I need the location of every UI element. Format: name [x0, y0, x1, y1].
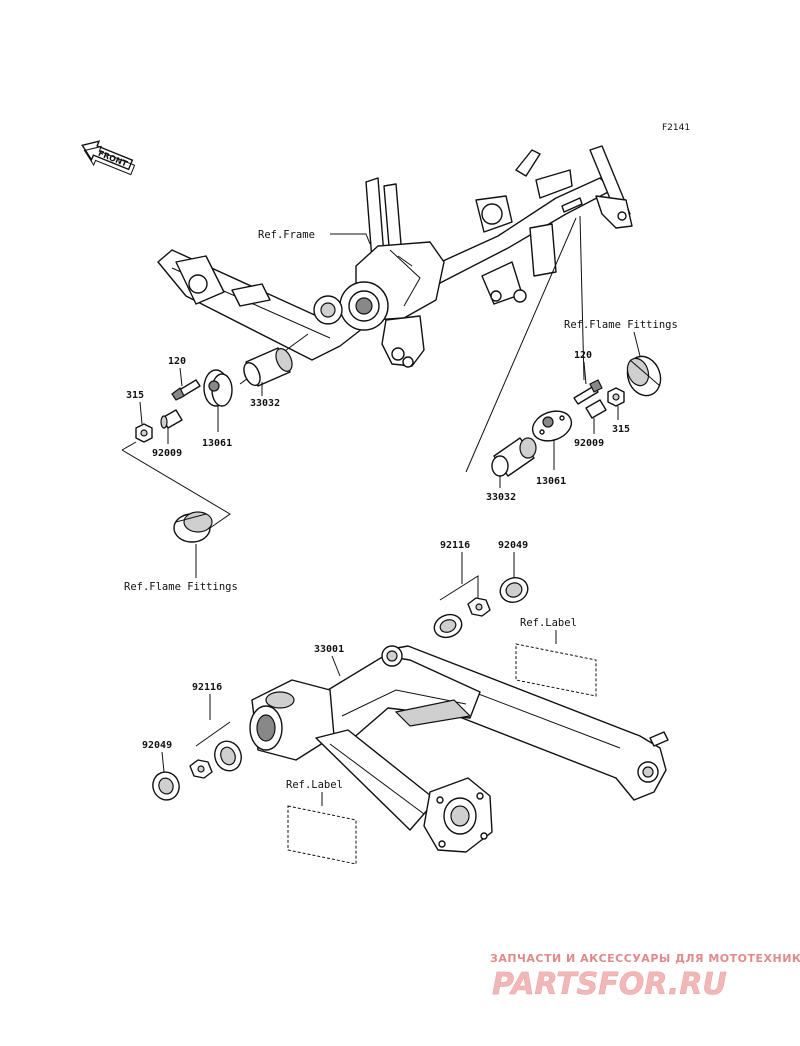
swingarm-drawing	[249, 645, 669, 853]
front-arrow-icon: FRONT	[81, 140, 136, 176]
right-plate-number: 13061	[536, 476, 566, 487]
lower-bearing-group	[152, 740, 242, 801]
right-mount-assembly	[491, 379, 625, 477]
ref-flame-fittings-right: Ref.Flame Fittings	[564, 319, 678, 331]
right-collar-number: 92009	[574, 438, 604, 449]
lower-bearing-number: 92116	[192, 682, 222, 693]
upper-seal-number: 92049	[498, 540, 528, 551]
figure-code: F2141	[662, 123, 690, 133]
right-nut-number: 315	[612, 424, 630, 435]
ref-frame-label: Ref.Frame	[258, 229, 315, 241]
ref-label-right: Ref.Label	[520, 617, 577, 629]
watermark-tagline: ЗАПЧАСТИ И АКСЕССУАРЫ ДЛЯ МОТОТЕХНИКИ	[490, 952, 800, 965]
swingarm-number: 33001	[314, 644, 344, 655]
left-flame-fitting	[173, 511, 213, 543]
left-collar-number: 92009	[152, 448, 182, 459]
frame-drawing	[157, 145, 633, 368]
upper-bearing-group	[433, 577, 529, 639]
right-bushing-number: 33032	[486, 492, 516, 503]
ref-label-left: Ref.Label	[286, 779, 343, 791]
watermark-logo: PARTSFOR.RU	[492, 967, 727, 1002]
left-bolt-number: 120	[168, 356, 186, 367]
right-flame-fitting	[626, 355, 662, 397]
ref-flame-fittings-left: Ref.Flame Fittings	[124, 581, 238, 593]
label-left-placeholder	[287, 805, 357, 865]
right-bolt-number: 120	[574, 350, 592, 361]
lower-seal-number: 92049	[142, 740, 172, 751]
label-right-placeholder	[515, 643, 597, 697]
left-bushing-number: 33032	[250, 398, 280, 409]
upper-bearing-number: 92116	[440, 540, 470, 551]
left-plate-number: 13061	[202, 438, 232, 449]
left-mount-assembly	[135, 347, 293, 443]
left-nut-number: 315	[126, 390, 144, 401]
